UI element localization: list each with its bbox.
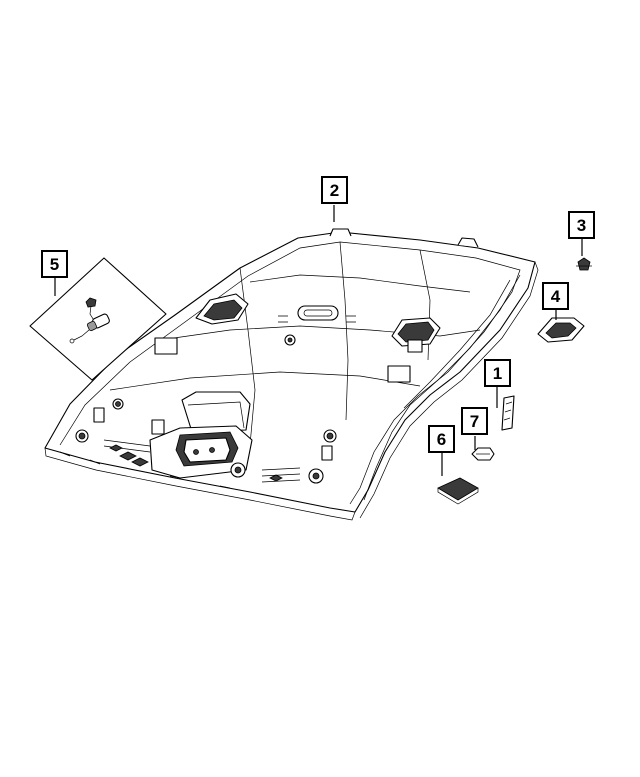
leader-lines — [54, 205, 583, 476]
callout-4-label: 4 — [551, 287, 561, 306]
callout-6: 6 — [428, 425, 455, 453]
callout-3: 3 — [568, 211, 595, 239]
part-5-wiring-inset — [29, 257, 167, 381]
callout-4: 4 — [542, 282, 569, 310]
callout-1-label: 1 — [493, 364, 502, 383]
part-3-clip — [576, 257, 592, 271]
part-4-bezel — [537, 317, 585, 343]
part-6-foam-pad — [437, 477, 479, 505]
callout-5-label: 5 — [50, 255, 59, 274]
headliner-panel — [44, 228, 539, 521]
part-1-pad — [501, 395, 515, 431]
callout-7: 7 — [461, 407, 488, 435]
callout-2: 2 — [321, 176, 348, 204]
callout-6-label: 6 — [437, 430, 446, 449]
callout-1: 1 — [484, 359, 511, 387]
callout-3-label: 3 — [577, 216, 586, 235]
callout-2-label: 2 — [330, 181, 339, 200]
callout-7-label: 7 — [470, 412, 479, 431]
part-7-retainer — [471, 447, 495, 461]
callout-5: 5 — [41, 250, 68, 278]
